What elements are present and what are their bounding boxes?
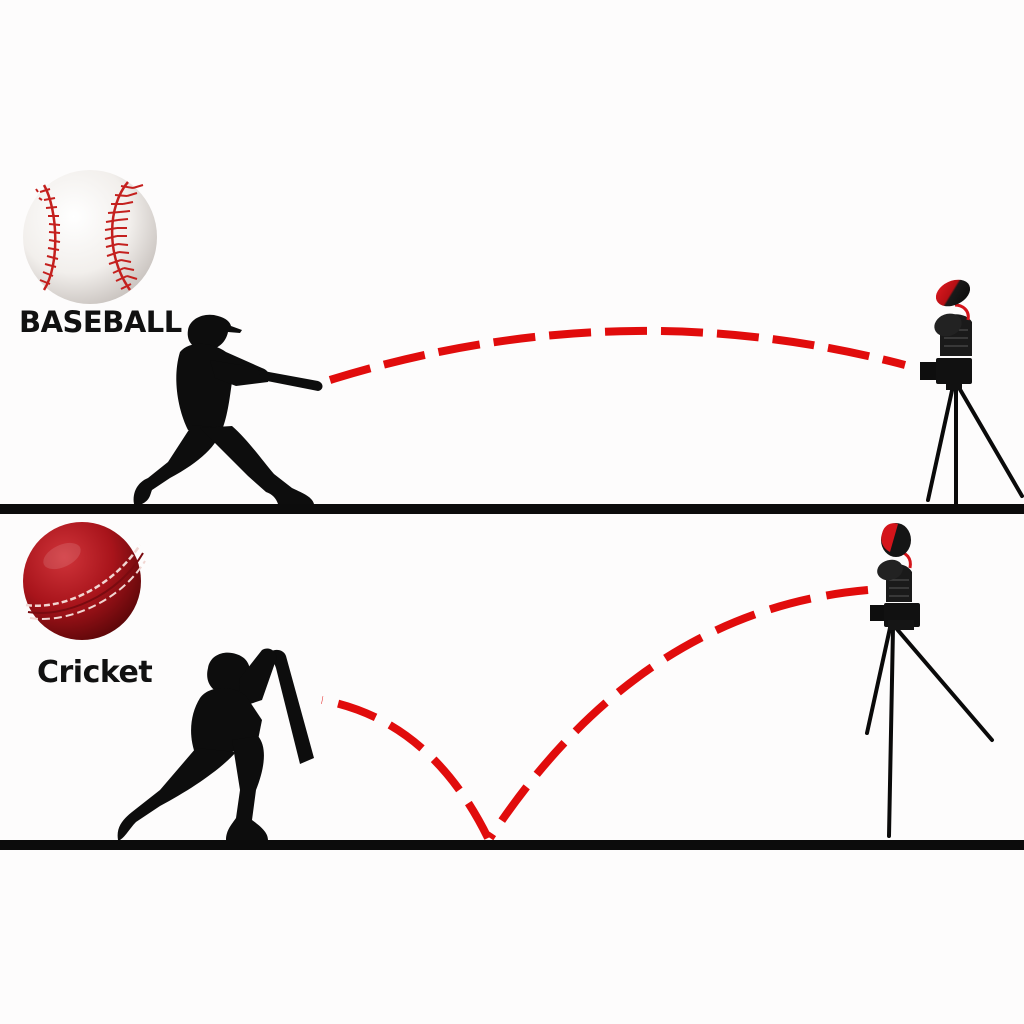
baseball-ground-line	[0, 504, 1024, 514]
pitching-machine-on-tripod	[920, 279, 1024, 507]
cricket-batsman-silhouette	[117, 648, 314, 840]
cricket-panel	[23, 522, 994, 841]
cricket-ground-line	[0, 840, 1024, 850]
baseball-trajectory	[328, 326, 907, 384]
baseball-label: BASEBALL	[19, 305, 182, 339]
cricket-trajectory-bowl	[486, 586, 869, 841]
bowling-machine-on-tripod	[865, 523, 994, 838]
cricket-ball-icon	[23, 522, 146, 640]
cricket-label: Cricket	[37, 655, 153, 690]
baseball-panel	[23, 170, 1024, 507]
baseball-icon	[23, 170, 157, 304]
cricket-trajectory-rebound	[321, 696, 492, 840]
baseball-batter-silhouette	[133, 314, 323, 504]
